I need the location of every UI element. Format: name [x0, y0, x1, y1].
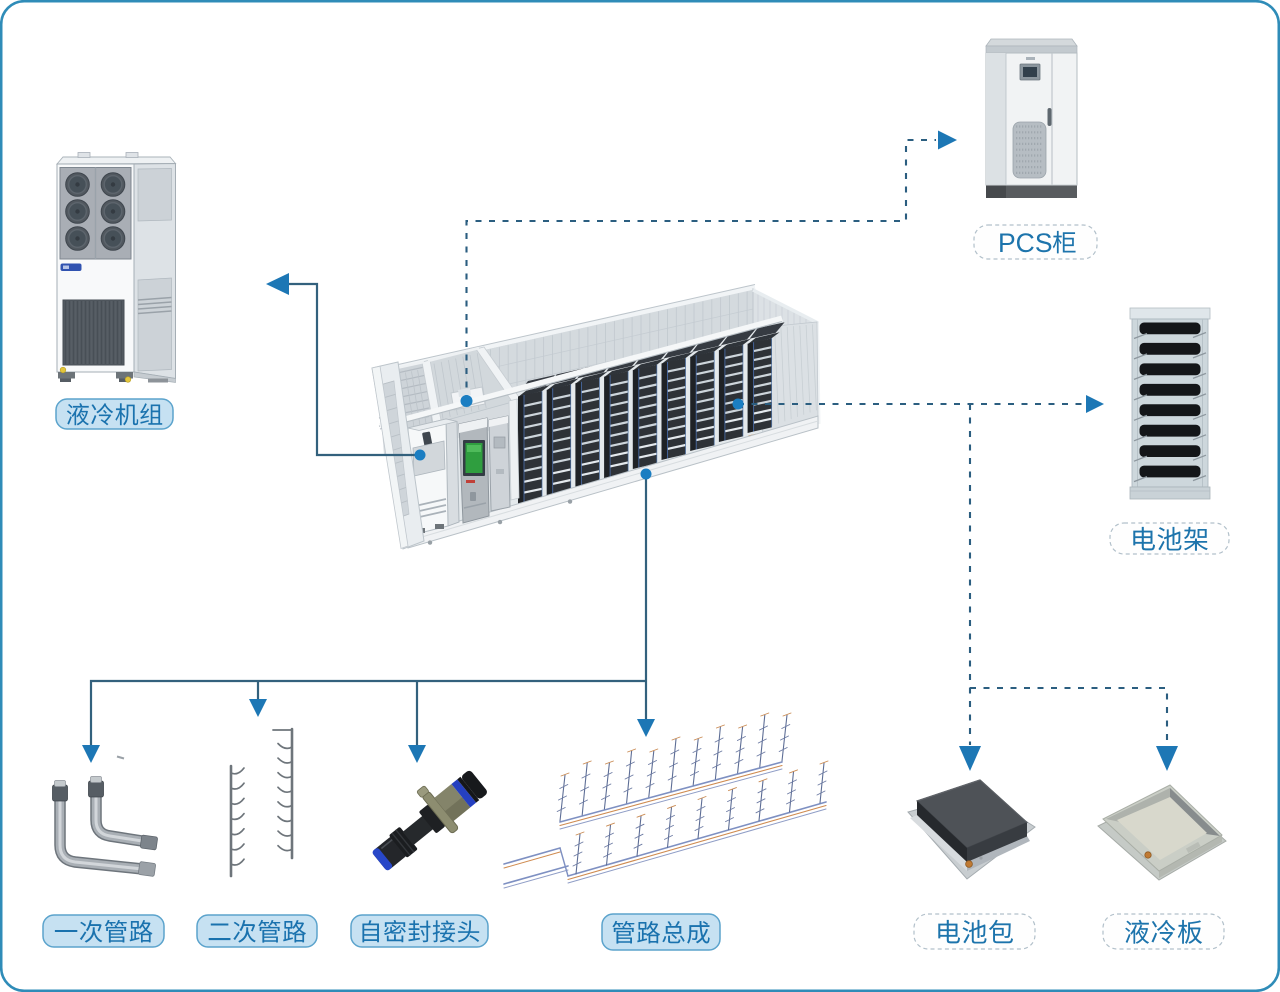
svg-text:PCS: PCS: [998, 228, 1053, 258]
